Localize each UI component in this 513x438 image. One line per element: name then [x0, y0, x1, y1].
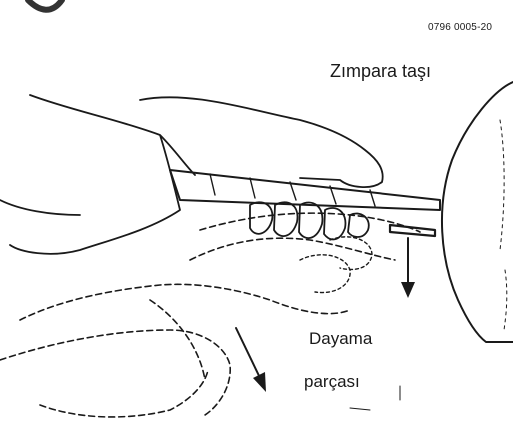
tool-rest — [390, 225, 435, 236]
arrowhead-hand-down — [253, 372, 266, 392]
grinding-wheel — [442, 82, 513, 342]
tool-rest-label-line2: parçası — [304, 372, 360, 392]
arrow-hand-down — [236, 328, 262, 382]
logo-fragment — [28, 0, 62, 10]
tool-rest-label-line1: Dayama — [309, 329, 372, 349]
wheel-edge-shading — [500, 120, 507, 330]
solid-hand — [0, 95, 383, 254]
arrowhead-rest-down — [401, 282, 415, 298]
reference-code: 0796 0005-20 — [428, 22, 492, 33]
fingers — [250, 202, 369, 239]
grinding-wheel-label: Zımpara taşı — [330, 61, 431, 82]
